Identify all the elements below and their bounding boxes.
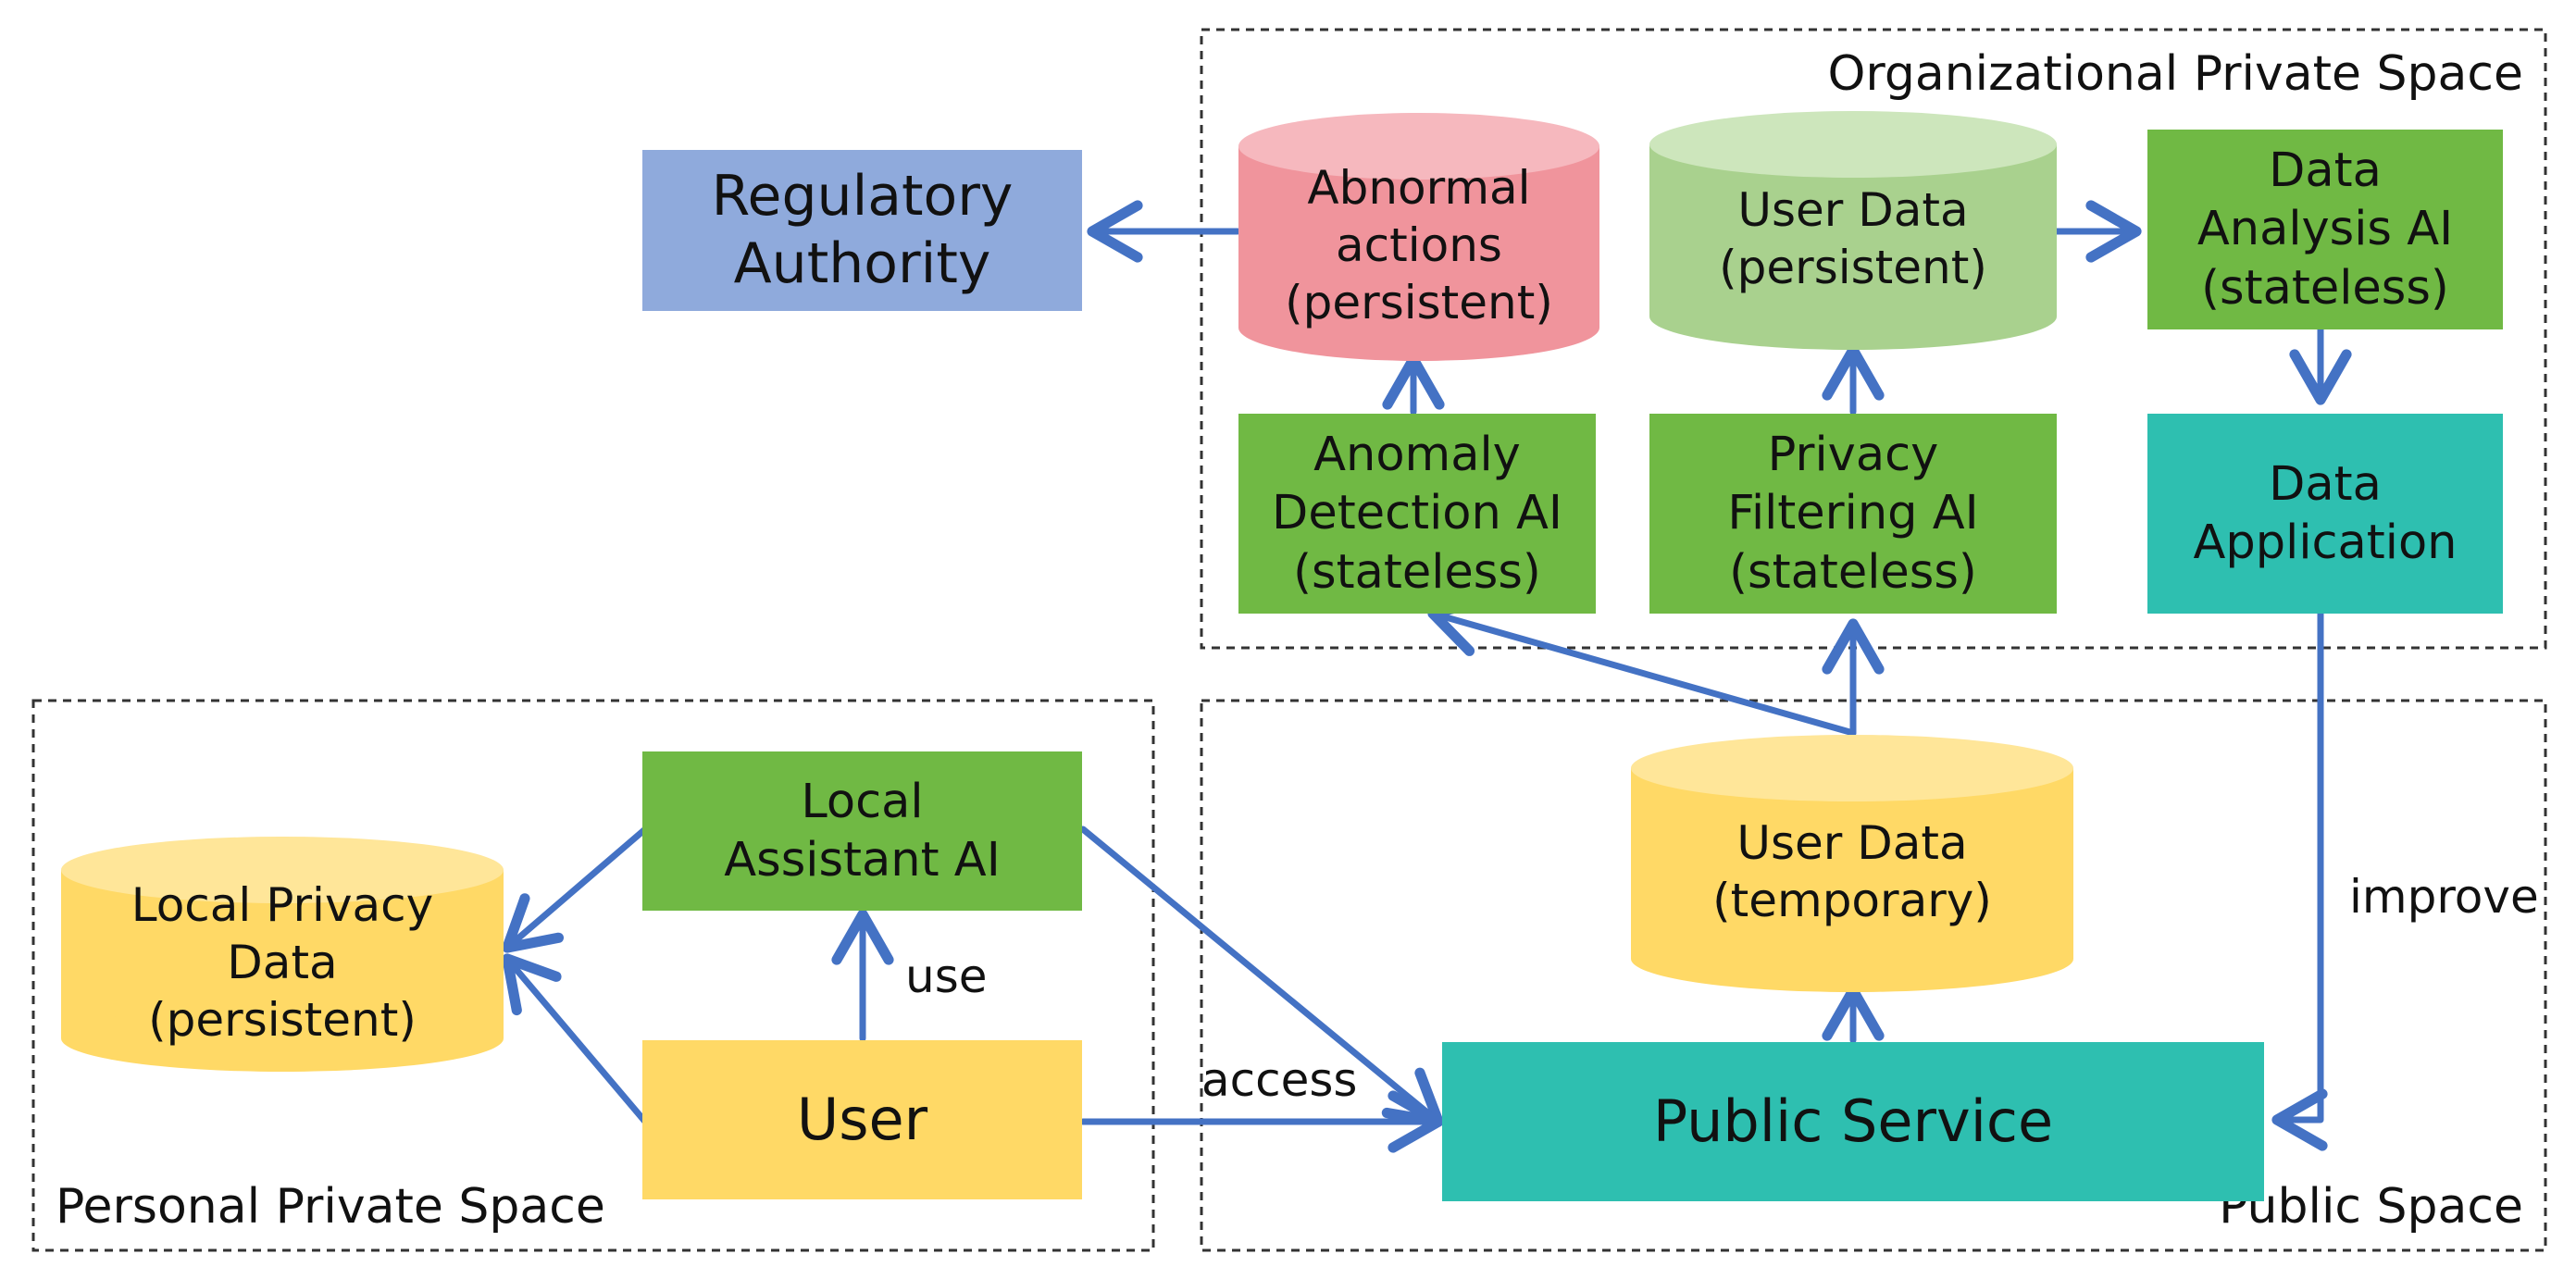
public-service-box: Public Service	[1442, 1042, 2264, 1201]
local-assistant-ai-label: Local Assistant AI	[724, 774, 1001, 888]
access-edge-label: access	[1201, 1053, 1358, 1107]
user-data-temporary-label: User Data (temporary)	[1712, 816, 1992, 927]
organizational-private-space-label: Organizational Private Space	[1827, 46, 2523, 102]
data-analysis-ai-box: Data Analysis AI (stateless)	[2147, 130, 2503, 329]
arrow-temp-to-anomaly	[1427, 595, 1857, 737]
organizational-private-space-boundary	[1200, 28, 2547, 650]
user-data-temporary-database: User Data (temporary)	[1631, 735, 2073, 992]
user-data-persistent-database: User Data (persistent)	[1649, 111, 2057, 350]
anomaly-detection-ai-label: Anomaly Detection AI (stateless)	[1272, 428, 1562, 600]
improve-edge-label: improve	[2349, 870, 2539, 924]
data-application-box: Data Application	[2147, 414, 2503, 614]
arrow-improve	[2271, 609, 2328, 1151]
public-service-label: Public Service	[1652, 1087, 2054, 1155]
regulatory-authority-label: Regulatory Authority	[711, 163, 1014, 296]
data-application-label: Data Application	[2193, 456, 2458, 570]
arrow-assistant-to-service	[1079, 826, 1444, 1127]
personal-private-space-boundary	[31, 699, 1155, 1252]
user-label: User	[796, 1085, 928, 1153]
user-data-persistent-label: User Data (persistent)	[1719, 183, 1987, 294]
anomaly-detection-ai-box: Anomaly Detection AI (stateless)	[1238, 414, 1596, 614]
use-edge-label: use	[905, 950, 988, 1003]
data-analysis-ai-label: Data Analysis AI (stateless)	[2196, 143, 2454, 316]
regulatory-authority-box: Regulatory Authority	[642, 150, 1082, 311]
privacy-filtering-ai-box: Privacy Filtering AI (stateless)	[1649, 414, 2057, 614]
abnormal-actions-database: Abnormal actions (persistent)	[1238, 113, 1599, 361]
local-privacy-data-label: Local Privacy Data (persistent)	[131, 878, 434, 1047]
local-assistant-ai-box: Local Assistant AI	[642, 751, 1082, 911]
privacy-filtering-ai-label: Privacy Filtering AI (stateless)	[1727, 428, 1979, 600]
public-space-label: Public Space	[2219, 1179, 2523, 1235]
arrow-user-to-localdata	[502, 953, 649, 1125]
abnormal-actions-label: Abnormal actions (persistent)	[1285, 161, 1553, 329]
personal-private-space-label: Personal Private Space	[56, 1179, 605, 1235]
user-box: User	[642, 1040, 1082, 1199]
local-privacy-data-database: Local Privacy Data (persistent)	[61, 837, 504, 1072]
public-space-boundary	[1200, 699, 2547, 1252]
arrow-assistant-to-localdata	[502, 826, 649, 953]
